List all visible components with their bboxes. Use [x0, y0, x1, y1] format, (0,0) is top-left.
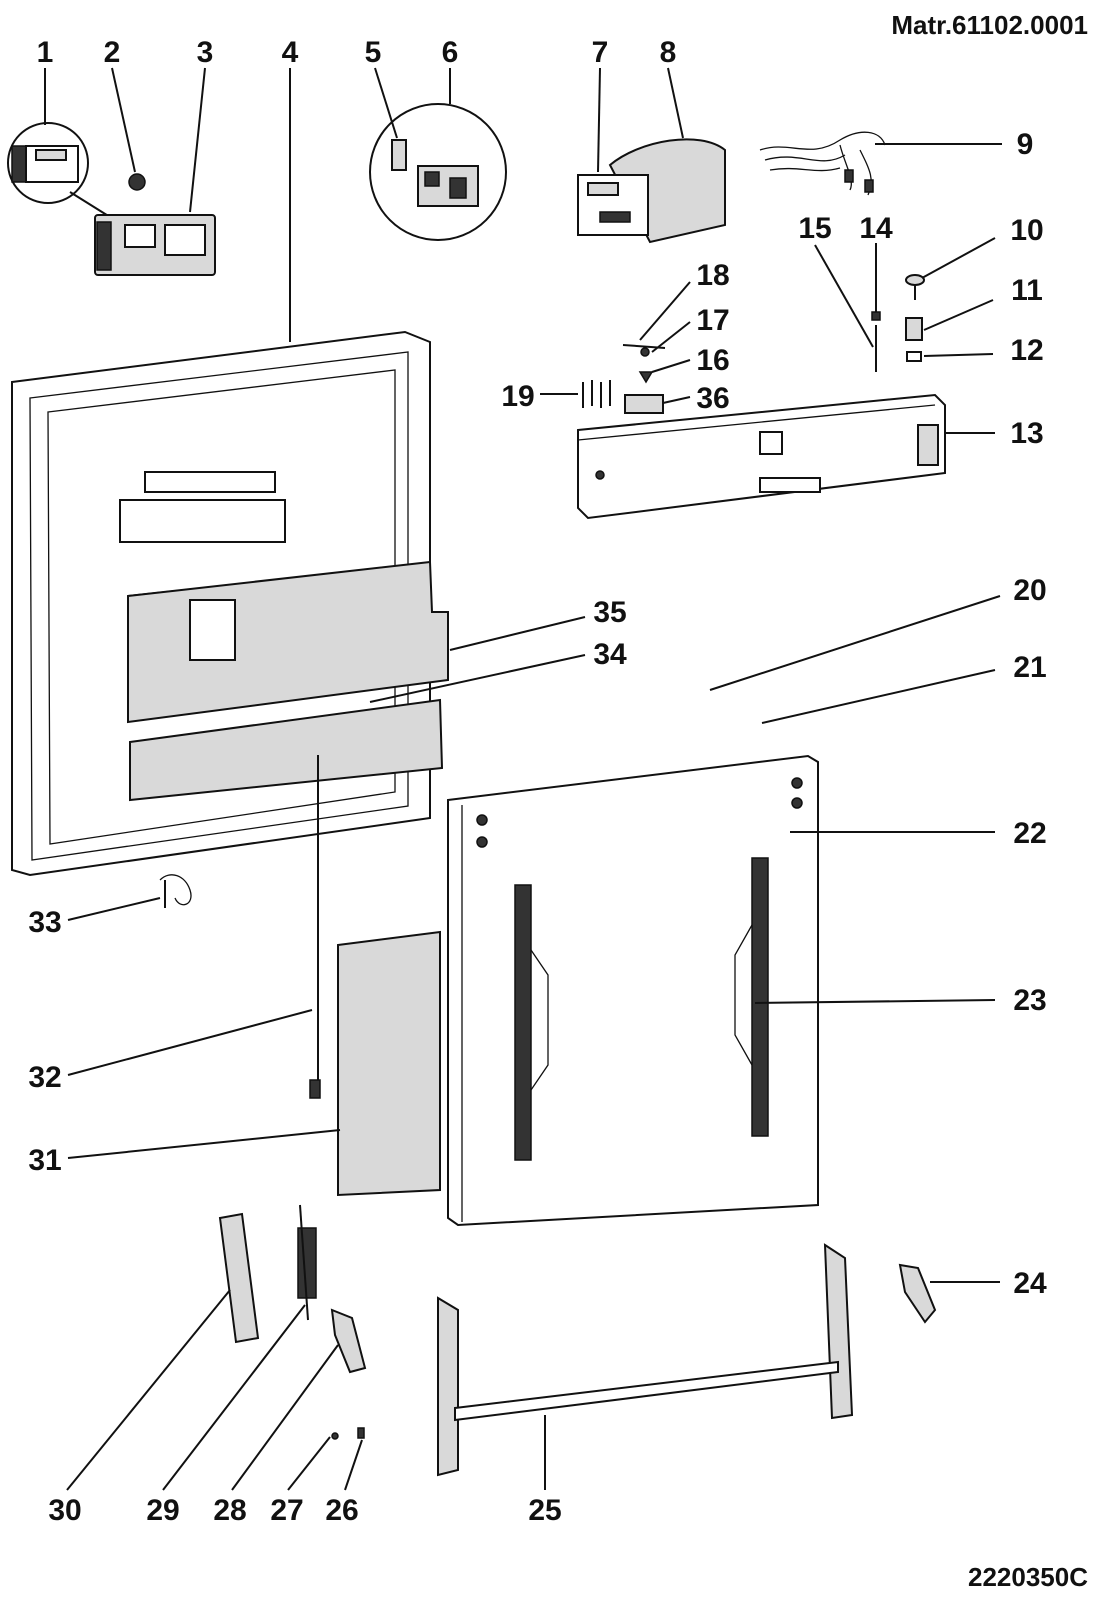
callout-36: 36 [696, 382, 729, 415]
callout-4: 4 [282, 36, 299, 69]
callout-25: 25 [528, 1494, 561, 1527]
control-panel [577, 393, 946, 520]
callout-8: 8 [660, 36, 677, 69]
callout-7: 7 [592, 36, 609, 69]
outer-door-panel [447, 754, 819, 1227]
electronic-board [577, 138, 726, 244]
callout-21: 21 [1013, 651, 1046, 684]
callout-13: 13 [1010, 417, 1043, 450]
material-code: Matr.61102.0001 [891, 10, 1088, 40]
callout-24: 24 [1013, 1267, 1047, 1300]
callout-30: 30 [48, 1494, 81, 1527]
callout-22: 22 [1013, 817, 1046, 850]
callout-numbers: 1 2 3 4 5 6 7 8 9 10 11 12 13 14 15 16 1… [28, 36, 1047, 1527]
wiring-harness [759, 131, 886, 196]
callout-1: 1 [37, 36, 54, 69]
callout-14: 14 [859, 212, 893, 245]
callout-32: 32 [28, 1061, 61, 1094]
callout-26: 26 [325, 1494, 358, 1527]
callout-20: 20 [1013, 574, 1046, 607]
cable-and-clip [159, 755, 321, 1099]
insulation-block [337, 930, 441, 1197]
callout-9: 9 [1017, 128, 1034, 161]
callout-19: 19 [501, 380, 534, 413]
callout-12: 12 [1010, 334, 1043, 367]
insulation-panels [127, 560, 449, 802]
drawing-code: 2220350C [968, 1562, 1088, 1592]
callout-10: 10 [1010, 214, 1043, 247]
hinge-bar-assembly [437, 1243, 854, 1477]
callout-2: 2 [104, 36, 121, 69]
callout-16: 16 [696, 344, 729, 377]
callout-5: 5 [365, 36, 382, 69]
microswitch-detail [369, 103, 507, 241]
leader-lines [44, 67, 1002, 1491]
callout-34: 34 [593, 638, 627, 671]
callout-15: 15 [798, 212, 831, 245]
callout-3: 3 [197, 36, 214, 69]
callout-29: 29 [146, 1494, 179, 1527]
callout-27: 27 [270, 1494, 303, 1527]
hinge-part-24 [898, 1263, 937, 1324]
callout-11: 11 [1011, 274, 1043, 307]
small-fixings [582, 344, 666, 414]
small-parts-bottom [218, 1204, 367, 1440]
callout-35: 35 [593, 596, 626, 629]
callout-33: 33 [28, 906, 61, 939]
callout-18: 18 [696, 259, 729, 292]
knob-parts [871, 274, 925, 372]
door-rails [514, 857, 769, 1161]
door-lock-assembly [7, 122, 216, 276]
callout-6: 6 [442, 36, 459, 69]
callout-17: 17 [696, 304, 729, 337]
callout-31: 31 [28, 1144, 61, 1177]
callout-28: 28 [213, 1494, 246, 1527]
callout-23: 23 [1013, 984, 1046, 1017]
